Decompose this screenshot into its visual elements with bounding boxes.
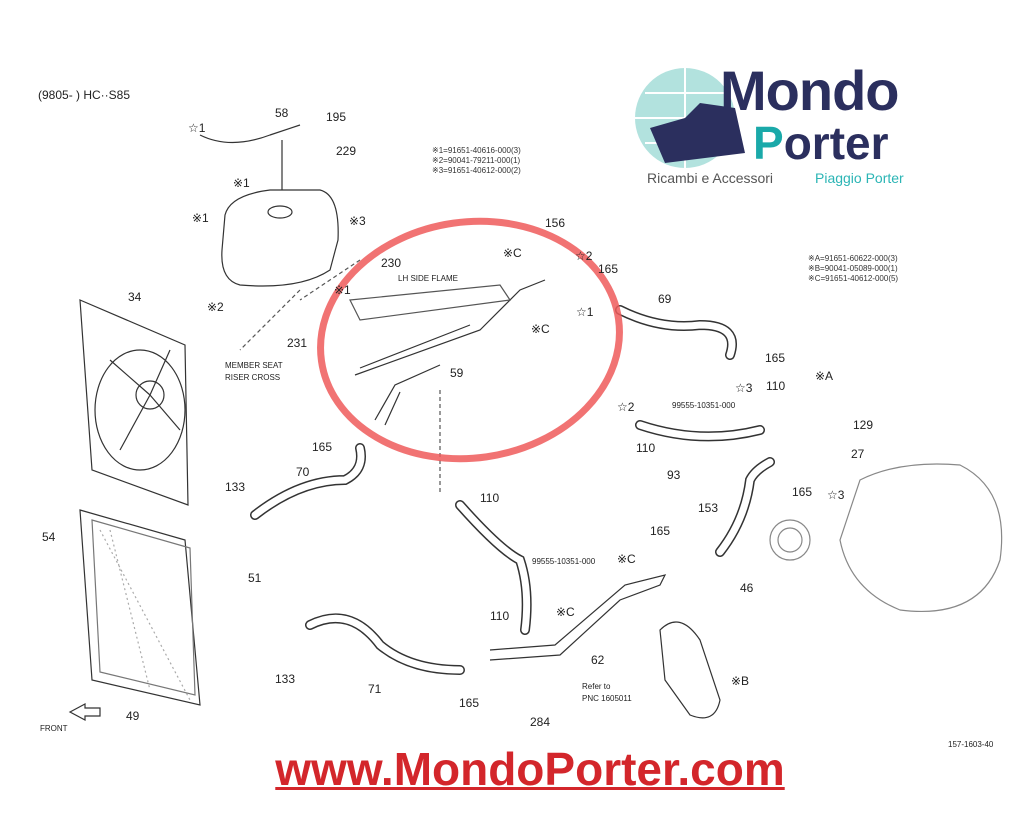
website-link[interactable]: www.MondoPorter.com: [275, 743, 785, 795]
part-callout: 284: [530, 715, 551, 729]
part-callout: 229: [336, 144, 357, 158]
diagram-header: (9805- ) HC··S85: [38, 88, 131, 102]
mondo-porter-logo: Mondo Porter Ricambi e Accessori Piaggio…: [625, 58, 935, 188]
part-callout: MEMBER SEAT: [225, 361, 283, 370]
part-callout: 156: [545, 216, 566, 230]
part-callout: FRONT: [40, 724, 68, 733]
lower-pipe: [489, 574, 667, 661]
radiator: [79, 509, 201, 706]
part-callout: 69: [658, 292, 672, 306]
leader-lines: [239, 259, 441, 495]
note: ※A=91651-60622-000(3): [808, 254, 898, 263]
note: ※2=90041-79211-000(1): [432, 156, 521, 165]
part-callout: 34: [128, 290, 142, 304]
part-callout: 54: [42, 530, 56, 544]
part-callout: 165: [598, 262, 619, 276]
part-callout: RISER CROSS: [225, 373, 281, 382]
part-callout: ※B: [731, 674, 750, 688]
part-callout: 153: [698, 501, 719, 515]
part-callout: 99555-10351-000: [672, 401, 736, 410]
part-callout: 129: [853, 418, 874, 432]
pipes: [349, 279, 546, 426]
part-callout: LH SIDE FLAME: [398, 274, 459, 283]
part-callout: PNC 1605011: [582, 694, 632, 703]
part-callout: 165: [312, 440, 333, 454]
part-callout: ※1: [233, 176, 250, 190]
part-callout: ※2: [207, 300, 224, 314]
part-callout: 231: [287, 336, 308, 350]
part-callout: 165: [459, 696, 480, 710]
notes-left: ※1=91651-40616-000(3) ※2=90041-79211-000…: [432, 146, 521, 176]
note: ※3=91651-40612-000(2): [432, 166, 521, 175]
part-callout: ☆2: [575, 249, 593, 263]
part-callout: ※A: [815, 369, 834, 383]
globe-truck-icon: [635, 68, 745, 168]
part-callout: 165: [765, 351, 786, 365]
part-callout: ※C: [617, 552, 636, 566]
part-callout: 62: [591, 653, 605, 667]
notes-right: ※A=91651-60622-000(3) ※B=90041-05089-000…: [808, 254, 898, 284]
part-callout: ☆3: [827, 488, 845, 502]
highlight-circle: [317, 217, 623, 463]
part-callout: ☆2: [617, 400, 635, 414]
note: ※B=90041-05089-000(1): [808, 264, 898, 273]
logo-tagline: Ricambi e Accessori: [647, 170, 774, 186]
part-callout: 195: [326, 110, 347, 124]
part-callout: 49: [126, 709, 140, 723]
part-callout: 110: [766, 379, 786, 393]
part-callout: ※C: [503, 246, 522, 260]
logo-orter: orter: [783, 117, 889, 169]
part-callout: ☆3: [735, 381, 753, 395]
part-callout: 70: [296, 465, 310, 479]
part-callout: 27: [851, 447, 865, 461]
part-callout: 157-1603-40: [948, 740, 994, 749]
part-callout: ※1: [192, 211, 209, 225]
part-callout: 58: [275, 106, 289, 120]
note: ※C=91651-40612-000(5): [808, 274, 899, 283]
part-callout: 51: [248, 571, 262, 585]
radiator-fan: [79, 299, 189, 506]
note: ※1=91651-40616-000(3): [432, 146, 521, 155]
part-callout: ☆1: [188, 121, 206, 135]
part-callout: 59: [450, 366, 464, 380]
part-callout: 133: [275, 672, 296, 686]
part-callout: ☆1: [576, 305, 594, 319]
logo-word-porter: Porter: [753, 116, 889, 170]
reservoir-tank: [199, 124, 339, 287]
logo-word-mondo: Mondo: [720, 59, 899, 122]
part-callout: 165: [650, 524, 671, 538]
part-callout: ※3: [349, 214, 366, 228]
part-callout: 93: [667, 468, 681, 482]
part-callout: 165: [792, 485, 813, 499]
part-callout: ※C: [556, 605, 575, 619]
part-callout: 110: [490, 609, 510, 623]
part-callout: 110: [636, 441, 656, 455]
logo-brand: Piaggio Porter: [815, 170, 904, 186]
part-callout: 230: [381, 256, 402, 270]
part-callout: ※C: [531, 322, 550, 336]
engine-outline: [769, 463, 1003, 612]
part-callout: Refer to: [582, 682, 611, 691]
part-callout: 46: [740, 581, 754, 595]
part-callout: ※1: [334, 283, 351, 297]
logo-p: P: [753, 117, 784, 169]
part-callout: 133: [225, 480, 246, 494]
part-callout: 99555-10351-000: [532, 557, 596, 566]
part-callout: 110: [480, 491, 500, 505]
part-callout: 71: [368, 682, 382, 696]
front-arrow-icon: [68, 703, 101, 721]
belt: [659, 621, 721, 719]
